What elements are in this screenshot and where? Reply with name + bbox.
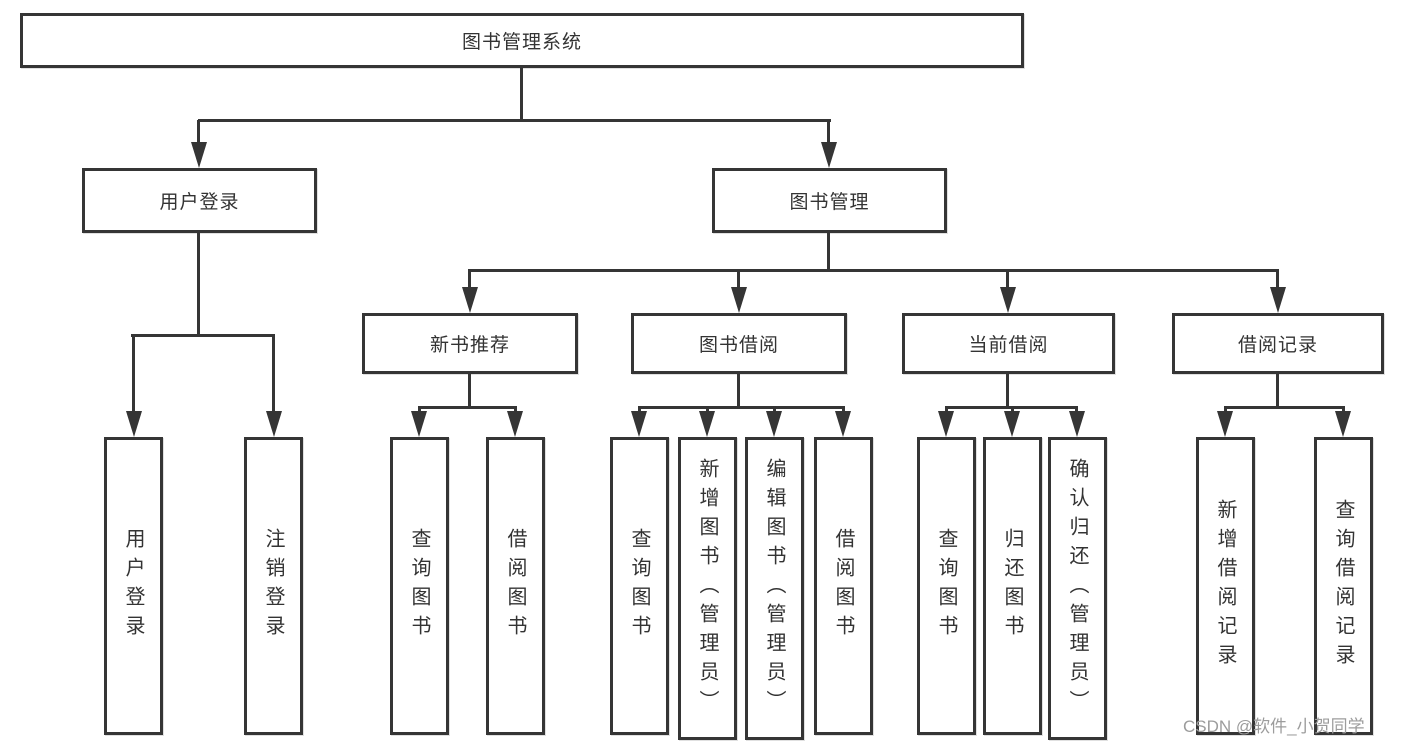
line (1224, 406, 1227, 415)
node-label: 图书管理系统 (461, 32, 582, 53)
node-label: 归还图书 (1001, 528, 1023, 644)
arrowhead (1000, 287, 1016, 313)
node-label: 借阅图书 (832, 528, 854, 644)
line (131, 334, 275, 337)
line (520, 68, 523, 121)
node-label: 图书借阅 (698, 335, 779, 356)
leaf-user-login: 用户登录 (104, 437, 163, 735)
line (827, 233, 830, 271)
node-library-management-system: 图书管理系统 (20, 13, 1024, 68)
line (638, 406, 641, 415)
leaf-confirm-return-admin: 确认归还（管理员） (1048, 437, 1107, 740)
line (773, 406, 776, 415)
node-borrowing-records: 借阅记录 (1172, 313, 1384, 374)
arrowhead (1069, 411, 1085, 437)
leaf-query-books-borrowing: 查询图书 (610, 437, 669, 735)
node-label: 查询图书 (935, 528, 957, 644)
line (198, 119, 831, 122)
node-book-management: 图书管理 (712, 168, 947, 233)
line (418, 406, 421, 415)
arrowhead (191, 142, 207, 168)
line (468, 374, 471, 407)
node-new-book-recommend: 新书推荐 (362, 313, 578, 374)
arrowhead (411, 411, 427, 437)
arrowhead (1004, 411, 1020, 437)
leaf-query-borrow-record: 查询借阅记录 (1314, 437, 1373, 735)
arrowhead (821, 142, 837, 168)
line (1006, 269, 1009, 291)
arrowhead (631, 411, 647, 437)
line (1075, 406, 1078, 415)
leaf-query-books-current: 查询图书 (917, 437, 976, 735)
node-label: 查询图书 (408, 528, 430, 644)
line (197, 120, 200, 146)
line (418, 406, 517, 409)
csdn-watermark: CSDN @软件_小贺同学 (1183, 717, 1365, 736)
arrowhead (699, 411, 715, 437)
arrowhead (835, 411, 851, 437)
node-label: 查询借阅记录 (1332, 499, 1354, 673)
node-label: 用户登录 (159, 192, 240, 213)
node-label: 新书推荐 (429, 335, 510, 356)
arrowhead (938, 411, 954, 437)
arrowhead (1335, 411, 1351, 437)
leaf-add-books-admin: 新增图书（管理员） (678, 437, 737, 740)
node-label: 借阅记录 (1237, 335, 1318, 356)
arrowhead (507, 411, 523, 437)
line (842, 406, 845, 415)
line (469, 269, 1279, 272)
leaf-borrow-books-borrowing: 借阅图书 (814, 437, 873, 735)
line (1342, 406, 1345, 415)
arrowhead (731, 287, 747, 313)
line (468, 269, 471, 291)
line (1011, 406, 1014, 415)
node-label: 新增图书（管理员） (696, 458, 718, 719)
node-label: 查询图书 (628, 528, 650, 644)
line (1276, 374, 1279, 407)
leaf-query-books-recommend: 查询图书 (390, 437, 449, 735)
node-label: 确认归还（管理员） (1066, 458, 1088, 719)
leaf-return-books: 归还图书 (983, 437, 1042, 735)
node-user-login: 用户登录 (82, 168, 317, 233)
node-label: 注销登录 (262, 528, 284, 644)
arrowhead (766, 411, 782, 437)
arrowhead (1270, 287, 1286, 313)
line (638, 406, 844, 409)
arrowhead (126, 411, 142, 437)
line (514, 406, 517, 415)
node-current-borrowing: 当前借阅 (902, 313, 1115, 374)
arrowhead (462, 287, 478, 313)
line (197, 233, 200, 336)
line (1276, 269, 1279, 291)
node-label: 编辑图书（管理员） (763, 458, 785, 719)
node-label: 新增借阅记录 (1214, 499, 1236, 673)
line (1006, 374, 1009, 407)
leaf-add-borrow-record: 新增借阅记录 (1196, 437, 1255, 735)
arrowhead (1217, 411, 1233, 437)
line (737, 374, 740, 407)
node-label: 图书管理 (789, 192, 870, 213)
line (945, 406, 948, 415)
node-label: 用户登录 (122, 528, 144, 644)
leaf-logout: 注销登录 (244, 437, 303, 735)
line (737, 269, 740, 291)
leaf-borrow-books-recommend: 借阅图书 (486, 437, 545, 735)
line (132, 334, 135, 413)
line (1224, 406, 1344, 409)
node-label: 借阅图书 (504, 528, 526, 644)
node-book-borrowing: 图书借阅 (631, 313, 847, 374)
arrowhead (266, 411, 282, 437)
node-label: 当前借阅 (968, 335, 1049, 356)
line (706, 406, 709, 415)
line (272, 334, 275, 413)
leaf-edit-books-admin: 编辑图书（管理员） (745, 437, 804, 740)
line (827, 120, 830, 146)
